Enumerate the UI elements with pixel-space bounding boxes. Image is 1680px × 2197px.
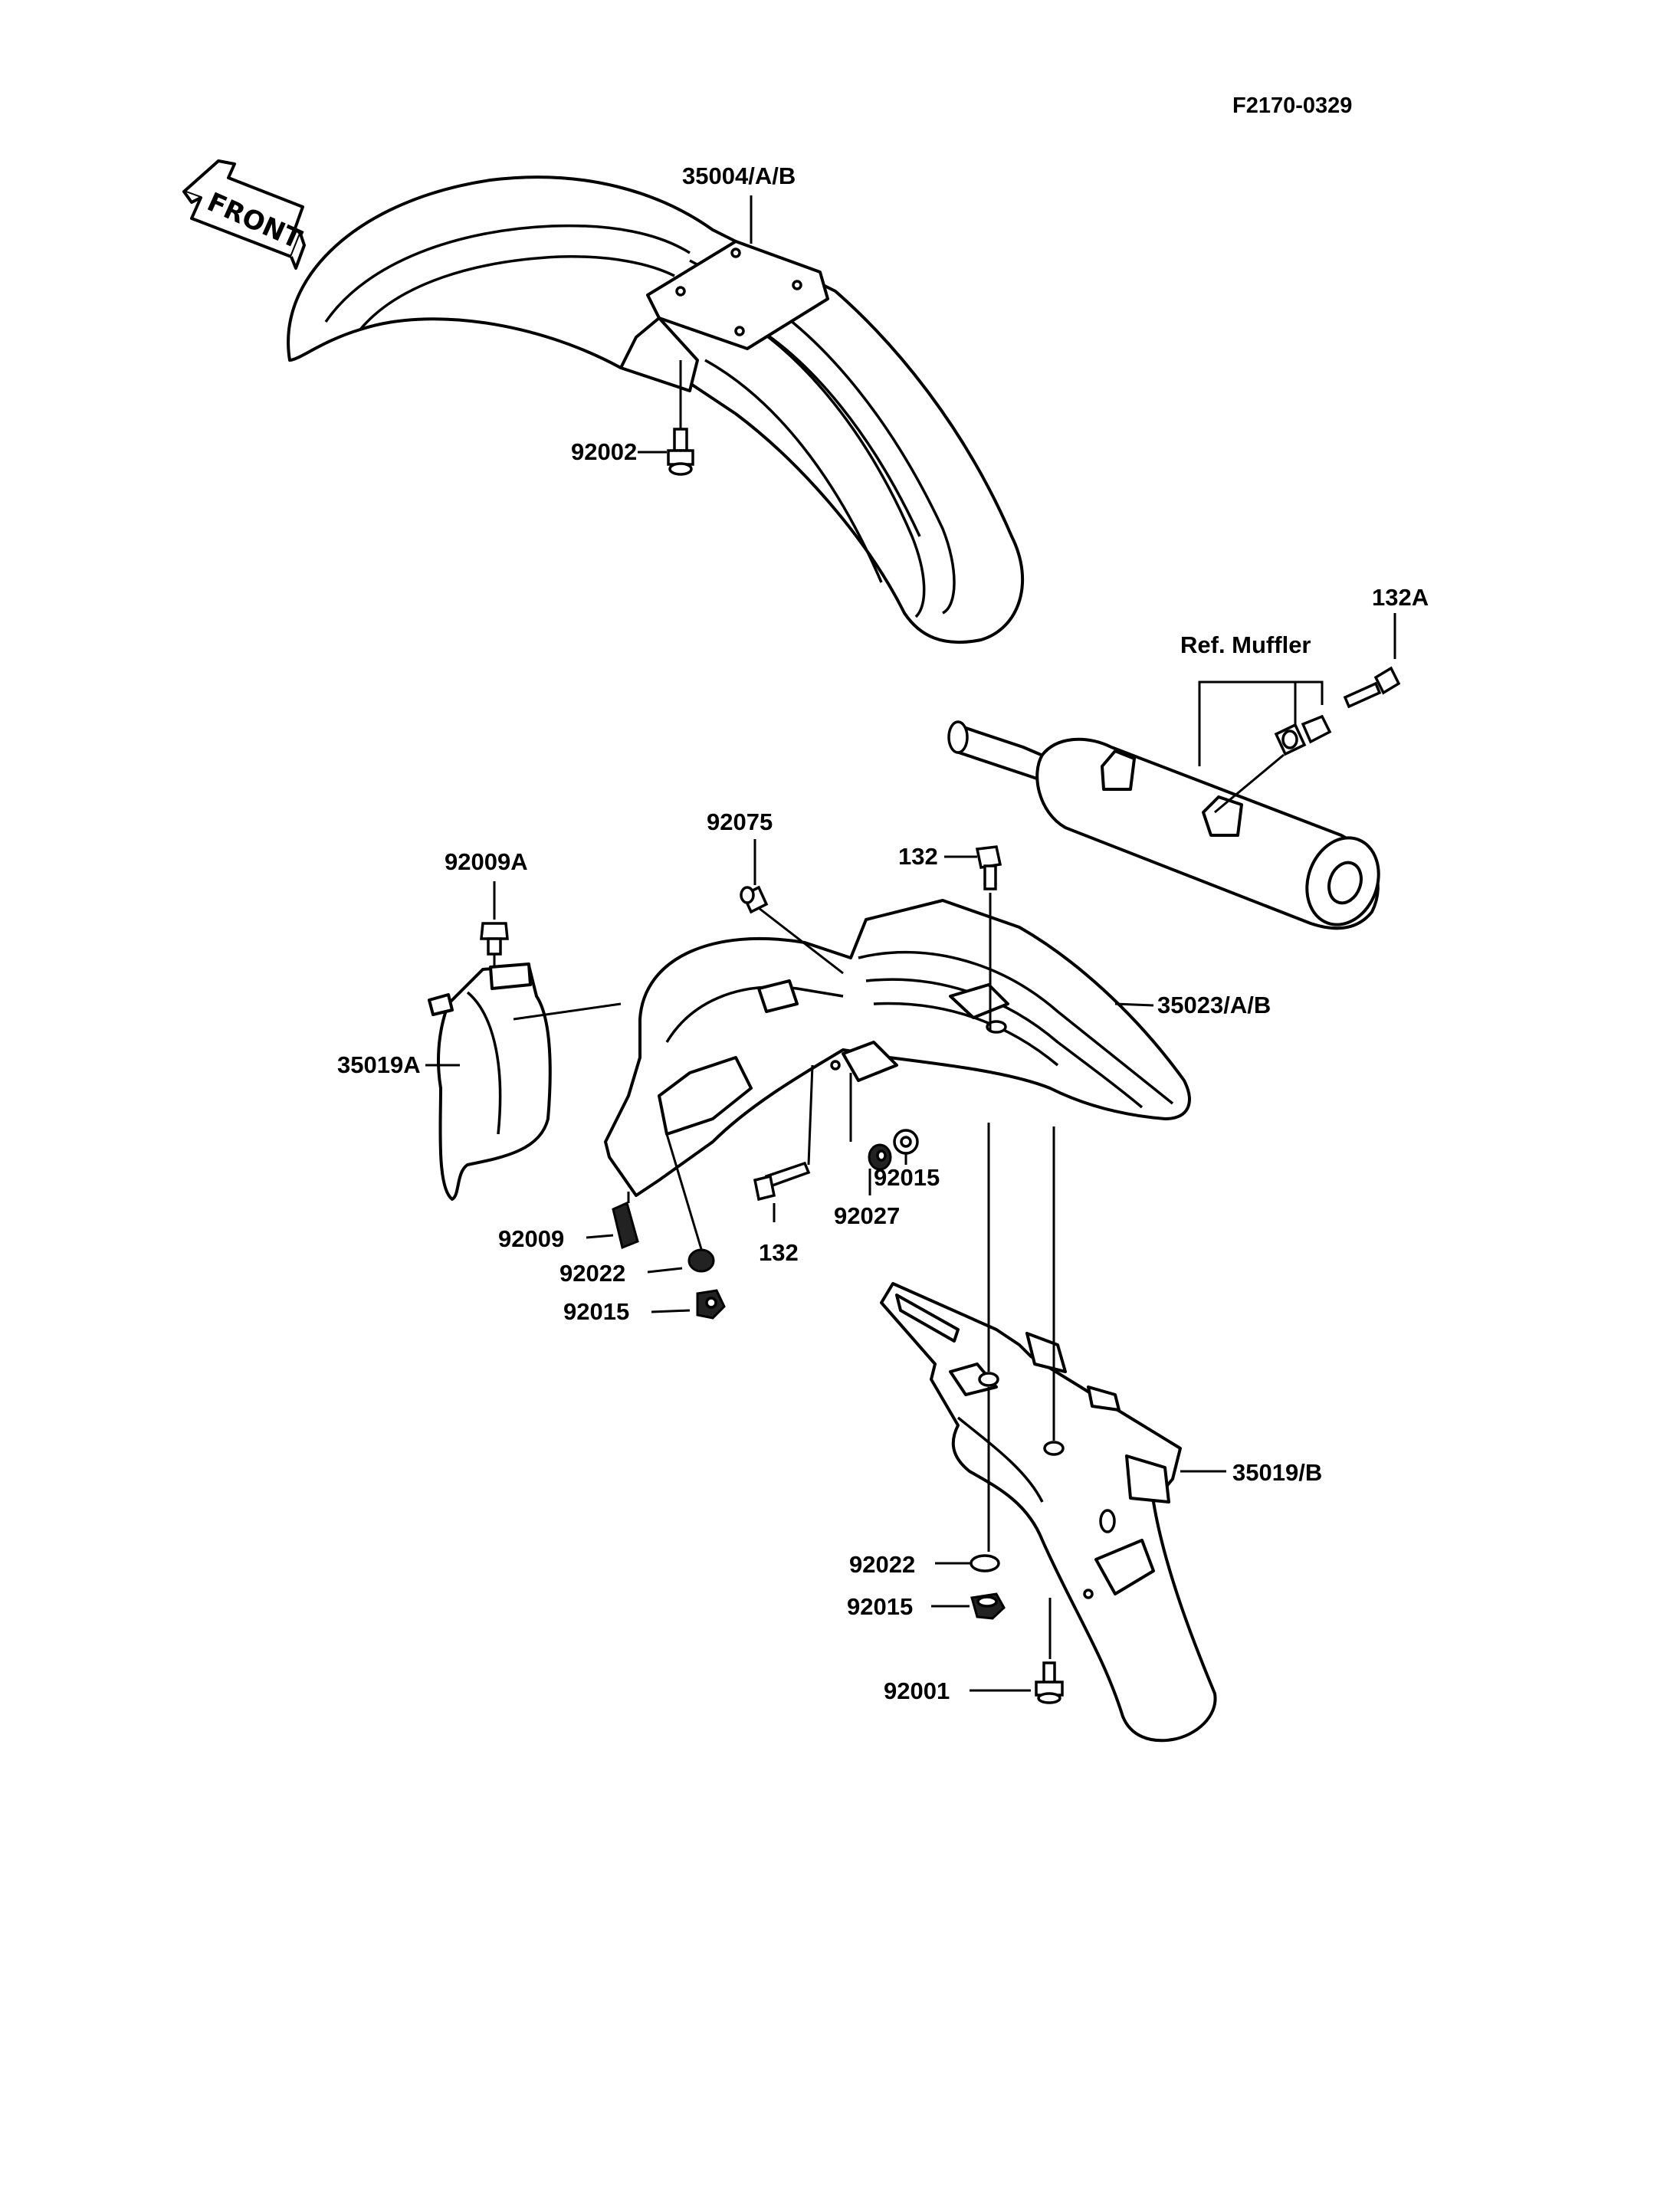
nut-92015-mid-icon (893, 1129, 919, 1155)
bolt-92009a-icon (480, 922, 509, 956)
callout-92009: 92009 (498, 1225, 564, 1252)
callout-92015-mid: 92015 (874, 1164, 940, 1191)
callout-92015-right: 92015 (847, 1593, 913, 1620)
callout-35019-b: 35019/B (1232, 1459, 1322, 1486)
mud-flap-35019a (428, 962, 552, 1201)
grommet-92075-icon (740, 885, 769, 914)
nut-92015-left-icon (696, 1289, 726, 1320)
washer-92022-right-icon (970, 1554, 1000, 1572)
muffler-reference (947, 720, 1380, 930)
callout-92002: 92002 (571, 438, 637, 465)
callout-35019a: 35019A (337, 1051, 421, 1078)
callout-92022-right: 92022 (849, 1551, 915, 1578)
nut-92015-right-icon (970, 1592, 1006, 1620)
callout-92075: 92075 (707, 808, 773, 835)
collar-muffler-icon (1274, 714, 1332, 756)
callout-132a: 132A (1372, 584, 1429, 611)
screw-92009-icon (612, 1201, 639, 1250)
front-fender (287, 175, 1024, 644)
bolt-132-top-icon (975, 845, 1002, 890)
bolt-132-bottom-icon (753, 1161, 811, 1202)
callout-92009a: 92009A (445, 848, 528, 875)
front-arrow-icon: FRONT (182, 159, 307, 270)
callout-92001: 92001 (884, 1677, 950, 1704)
ref-muffler-label: Ref. Muffler (1180, 631, 1311, 658)
washer-92022-left-icon (687, 1248, 715, 1273)
callout-92022-left: 92022 (559, 1260, 625, 1287)
callout-92015-left: 92015 (563, 1298, 629, 1325)
callout-92027: 92027 (834, 1202, 900, 1229)
callout-35023-a-b: 35023/A/B (1157, 992, 1271, 1018)
callout-35004-a-b: 35004/A/B (682, 162, 796, 189)
bolt-92002-icon (667, 428, 694, 476)
callout-132-top: 132 (898, 843, 938, 870)
rear-flap-35019b (880, 1282, 1217, 1743)
callout-132-bottom: 132 (759, 1239, 799, 1266)
bolt-132a-icon (1343, 666, 1401, 709)
drawing-code: F2170-0329 (1232, 93, 1352, 118)
grommet-92027-icon (868, 1143, 892, 1171)
bolt-92001-icon (1035, 1661, 1064, 1704)
